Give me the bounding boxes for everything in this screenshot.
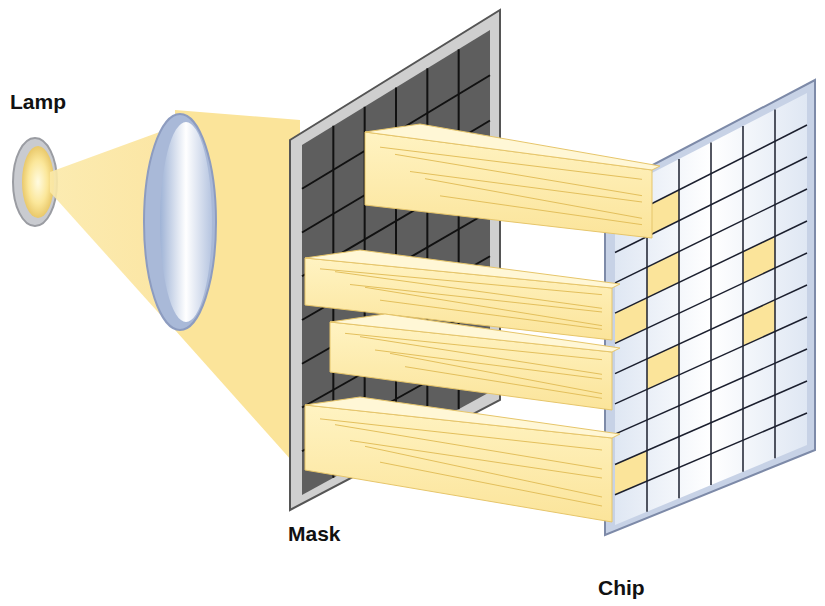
chip-face	[615, 93, 807, 525]
light-streak	[405, 367, 602, 399]
light-streak	[365, 446, 602, 497]
light-streak	[350, 285, 602, 313]
lamp-label: Lamp	[10, 90, 66, 114]
light-streak	[380, 462, 602, 506]
light-streak	[320, 269, 602, 295]
mask-label: Mask	[288, 522, 341, 546]
chip-grid-line	[678, 159, 680, 498]
lens	[144, 114, 216, 330]
light-beams	[305, 124, 660, 522]
light-streak	[440, 196, 642, 225]
light-beam-top	[305, 397, 620, 438]
light-streak	[375, 350, 602, 379]
light-streak	[345, 333, 602, 359]
chip-grid-line	[615, 413, 807, 495]
light-beam	[305, 405, 612, 522]
light-streak	[335, 272, 602, 309]
chip-grid-line	[774, 110, 776, 459]
chip-grid-line	[710, 143, 712, 486]
chip-grid-line	[615, 381, 807, 464]
light-streak	[360, 337, 602, 375]
light-streak	[350, 441, 602, 479]
chip-grid-line	[615, 349, 807, 434]
light-streak	[395, 154, 642, 195]
chip-grid-line	[742, 126, 744, 472]
chip-label: Chip	[598, 576, 645, 600]
chip-frame	[605, 80, 815, 535]
light-streak	[390, 353, 602, 393]
light-streak	[380, 147, 642, 179]
light-streak	[335, 425, 602, 469]
lamp-bulb	[22, 146, 54, 218]
lens-face	[160, 122, 212, 322]
